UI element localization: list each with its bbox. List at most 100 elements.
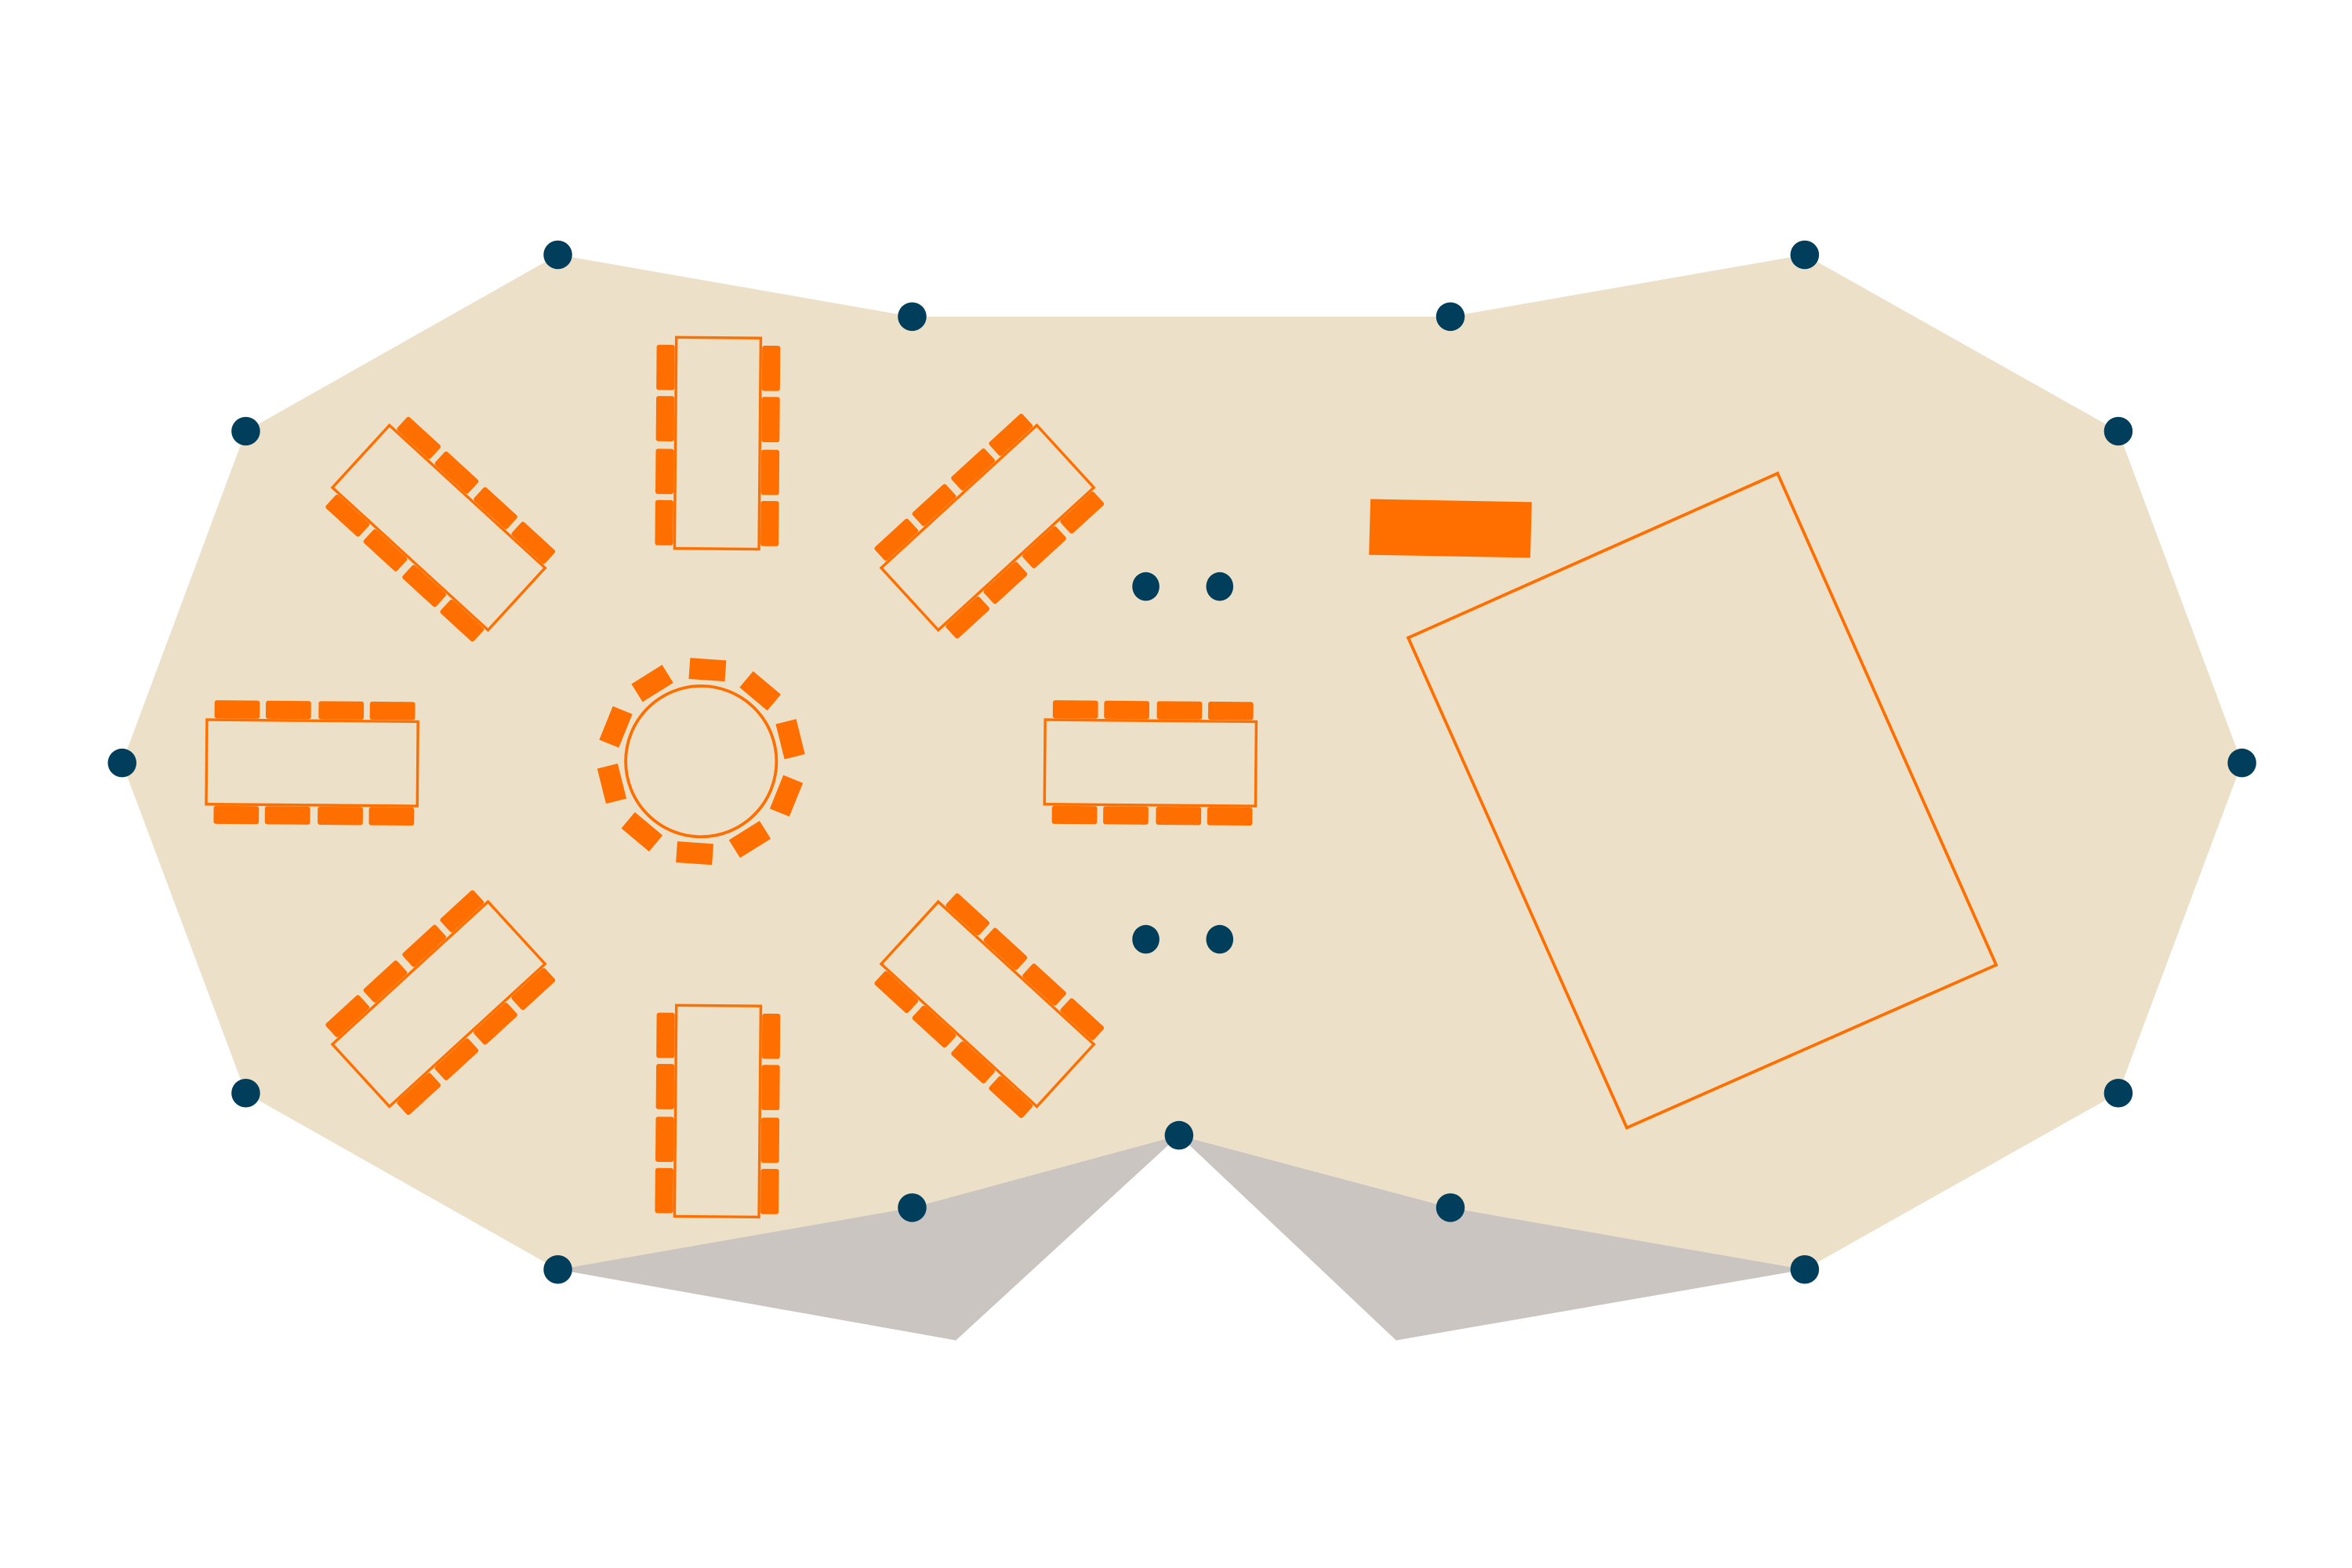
chair	[656, 1012, 675, 1058]
chair	[655, 396, 675, 441]
rectangular-table	[874, 413, 1105, 639]
tent-post	[1790, 240, 1820, 270]
table-top	[205, 718, 419, 808]
chair	[440, 599, 485, 642]
table-top	[624, 684, 779, 839]
chair	[655, 1116, 674, 1163]
chair	[363, 529, 408, 572]
chair	[761, 397, 780, 443]
chair	[912, 484, 956, 527]
chair	[676, 841, 714, 866]
chair	[775, 719, 805, 760]
chair	[597, 763, 627, 804]
table-top	[330, 899, 547, 1109]
chair	[655, 499, 673, 546]
chair	[1103, 806, 1149, 825]
chair	[599, 706, 633, 748]
chair	[1060, 998, 1105, 1040]
tent-post	[2227, 748, 2256, 778]
chair	[214, 700, 260, 719]
tent-post	[1436, 302, 1465, 332]
tent-post	[1436, 1193, 1465, 1222]
table-top	[879, 899, 1096, 1109]
rectangular-table	[325, 416, 556, 642]
chair	[213, 805, 260, 825]
chair	[325, 995, 370, 1037]
tent-post	[231, 1078, 260, 1108]
chair	[368, 807, 415, 826]
chair	[761, 1013, 781, 1059]
chair	[769, 775, 804, 817]
chair	[397, 416, 441, 459]
chair	[434, 451, 479, 494]
table-top	[1043, 718, 1258, 808]
chair	[760, 500, 779, 546]
chair	[874, 518, 919, 561]
chair	[1022, 964, 1066, 1006]
chair	[397, 1073, 441, 1116]
rectangular-table	[655, 1004, 781, 1219]
chair	[655, 448, 674, 495]
chair	[265, 700, 311, 720]
chair	[655, 1167, 673, 1214]
table-top	[673, 336, 763, 551]
table-top	[330, 423, 547, 633]
tent-post	[543, 240, 572, 270]
table-top	[673, 1004, 763, 1219]
chair	[989, 1076, 1033, 1119]
chair	[760, 1117, 780, 1163]
rectangular-table	[1043, 700, 1258, 826]
chair	[440, 890, 485, 933]
chair	[318, 806, 363, 826]
chair	[363, 960, 408, 1003]
chair	[1060, 492, 1105, 534]
rectangular-table	[205, 700, 419, 826]
chair	[951, 1041, 995, 1083]
tent-post	[2103, 416, 2133, 446]
chair	[761, 1065, 780, 1111]
chair	[1156, 806, 1202, 826]
chair	[474, 487, 517, 529]
chair	[739, 671, 781, 711]
chair	[511, 521, 556, 564]
chair	[264, 806, 310, 825]
rectangular-table	[325, 890, 556, 1116]
tent-post	[1164, 1120, 1194, 1150]
chair	[434, 1038, 479, 1080]
chair	[511, 967, 556, 1011]
outside-area-right	[1178, 1135, 1805, 1341]
tent-post	[231, 416, 260, 446]
chair	[1207, 701, 1254, 720]
chair	[874, 971, 919, 1014]
chair	[989, 413, 1033, 456]
chair	[983, 561, 1028, 604]
chair	[402, 924, 446, 967]
rectangular-table	[874, 893, 1105, 1119]
chair	[688, 658, 727, 682]
chair	[728, 820, 771, 858]
chair	[656, 344, 675, 390]
chair	[912, 1005, 956, 1048]
chair	[318, 701, 365, 720]
chair	[1051, 805, 1098, 825]
round-table	[597, 658, 805, 866]
standing-post	[1206, 572, 1234, 601]
tent-post	[898, 1193, 927, 1222]
standing-post	[1206, 924, 1234, 954]
tent-post	[1790, 1254, 1820, 1284]
chair	[946, 893, 990, 935]
standing-post	[1132, 572, 1160, 601]
chair	[474, 1002, 517, 1045]
bar	[1369, 499, 1532, 558]
chair	[655, 1064, 675, 1109]
tent-post	[898, 302, 927, 332]
chair	[761, 345, 781, 391]
chair	[946, 596, 990, 639]
table-top	[879, 423, 1096, 633]
chair	[951, 448, 995, 491]
chair	[760, 1168, 779, 1214]
chair	[1207, 807, 1253, 826]
chair	[1022, 526, 1066, 568]
tent-post	[543, 1254, 572, 1284]
